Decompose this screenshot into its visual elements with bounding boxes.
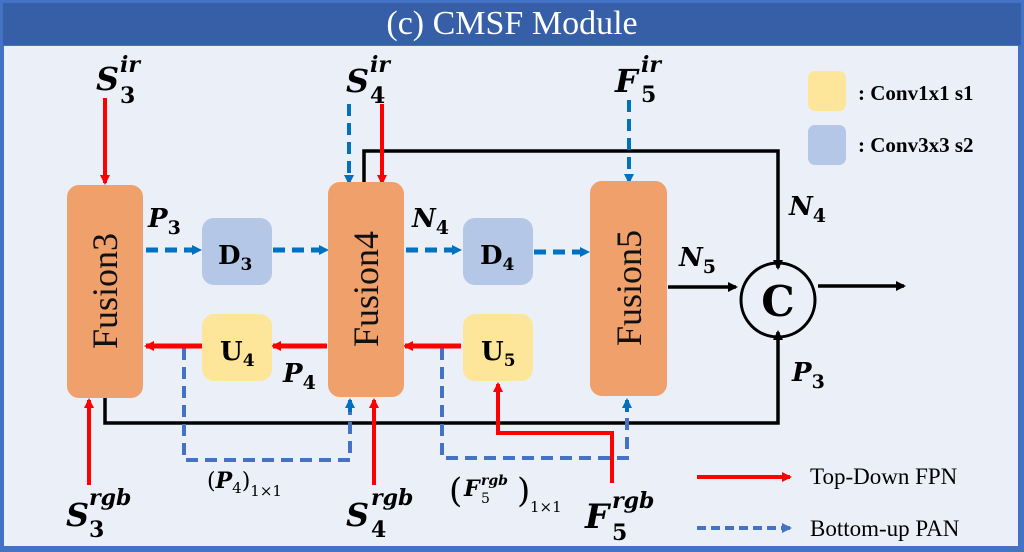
concat-label: C <box>761 277 794 326</box>
svg-text:U5: U5 <box>481 337 516 371</box>
diagram-canvas <box>4 46 1018 546</box>
svg-text:5: 5 <box>641 82 656 108</box>
legend-conv3x3: : Conv3x3 s2 <box>808 125 974 165</box>
legend-label-conv3x3: : Conv3x3 s2 <box>858 133 974 157</box>
d3-block: D3 <box>202 218 272 285</box>
p4-1x1-dashed-path <box>182 348 352 462</box>
u5-block: U5 <box>463 314 533 381</box>
svg-text:F: F <box>463 476 481 502</box>
legend-swatch-conv3x3 <box>808 125 846 165</box>
legend-label-bottom-up: Bottom-up PAN <box>810 516 960 541</box>
legend-conv1x1: : Conv1x1 s1 <box>808 71 974 111</box>
f5-1x1-label: ( F rgb 5 ) 1×1 <box>449 471 562 516</box>
f5-rgb-label: F <box>584 497 612 537</box>
svg-text:5: 5 <box>481 491 490 507</box>
u4-sub: 4 <box>243 351 255 371</box>
svg-text:D3: D3 <box>218 241 252 275</box>
fusion3-block: Fusion3 <box>67 185 143 398</box>
fusion5-label: Fusion5 <box>609 230 649 346</box>
svg-text:ir: ir <box>641 52 662 78</box>
svg-text:3: 3 <box>89 517 104 543</box>
svg-text:rgb: rgb <box>612 488 654 514</box>
s3-ir-label: S <box>96 60 119 98</box>
d3-sub: 3 <box>241 255 253 275</box>
title-bar: (c) CMSF Module <box>3 3 1021 45</box>
svg-text:rgb: rgb <box>89 485 131 511</box>
fusion4-block: Fusion4 <box>328 182 404 397</box>
u5-main: U <box>481 337 504 367</box>
legend-label-top-down: Top-Down FPN <box>810 464 958 489</box>
svg-text:5: 5 <box>612 520 627 546</box>
s4-ir-label: S <box>346 62 369 100</box>
svg-text:rgb: rgb <box>371 485 413 511</box>
svg-text:4: 4 <box>370 83 385 109</box>
fusion4-label: Fusion4 <box>346 231 386 347</box>
legend-bottom-up: Bottom-up PAN <box>697 516 960 541</box>
fusion3-label: Fusion3 <box>85 233 125 349</box>
concat-node: C <box>739 261 817 339</box>
p4-output-label: P4 <box>282 359 316 394</box>
svg-text:4: 4 <box>371 517 386 543</box>
n4-output-label: N4 <box>411 204 449 239</box>
figure-title: (c) CMSF Module <box>386 5 638 42</box>
f5-ir-label: F <box>614 62 640 100</box>
svg-text:1×1: 1×1 <box>530 498 562 516</box>
d4-block: D4 <box>463 218 533 285</box>
legend-swatch-conv1x1 <box>808 71 846 111</box>
svg-text:ir: ir <box>370 52 391 78</box>
svg-text:U4: U4 <box>220 337 255 371</box>
n4-concat-label: N4 <box>788 192 826 227</box>
d4-main: D <box>480 241 503 271</box>
s3-rgb-label: S <box>66 496 89 534</box>
fusion5-block: Fusion5 <box>590 181 667 396</box>
legend-top-down: Top-Down FPN <box>697 464 958 489</box>
svg-text:rgb: rgb <box>481 473 508 489</box>
p4-1x1-label: (P4)1×1 <box>207 468 282 500</box>
n5-output-label: N5 <box>678 243 716 278</box>
s4-rgb-label: S <box>346 496 369 534</box>
f5-rgb-to-u5-arrow <box>493 382 614 483</box>
p3-output-label: P3 <box>147 204 181 239</box>
u4-main: U <box>220 337 243 367</box>
svg-text:(: ( <box>449 471 462 511</box>
legend-label-conv1x1: : Conv1x1 s1 <box>858 81 974 105</box>
u4-block: U4 <box>202 314 272 381</box>
d3-main: D <box>218 241 241 271</box>
svg-text:D4: D4 <box>480 241 515 275</box>
p3-concat-label: P3 <box>791 358 825 393</box>
u5-sub: 5 <box>504 351 516 371</box>
svg-text:): ) <box>517 471 530 511</box>
p3-to-concat-line <box>103 330 783 425</box>
svg-text:3: 3 <box>120 83 135 109</box>
svg-text:ir: ir <box>120 52 141 78</box>
d4-sub: 4 <box>503 255 515 275</box>
n4-to-concat-line <box>362 149 783 270</box>
